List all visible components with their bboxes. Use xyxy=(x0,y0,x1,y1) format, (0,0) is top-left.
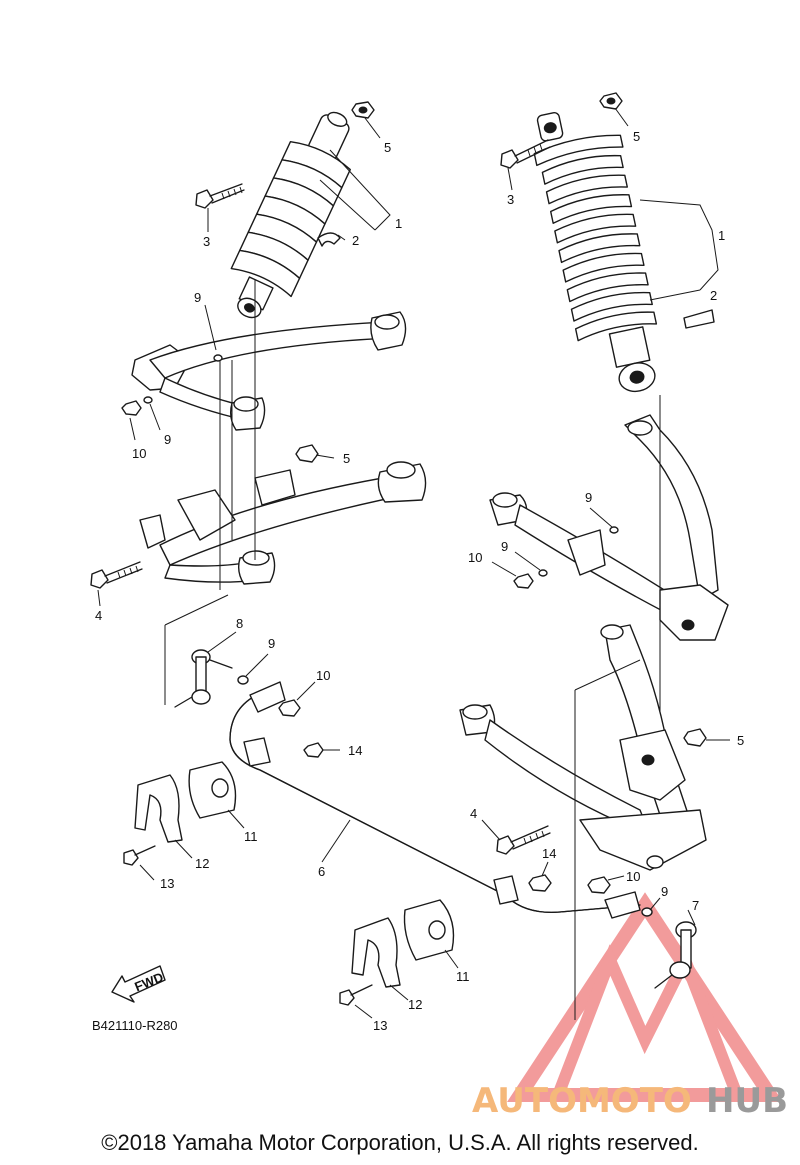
fwd-label: FWD xyxy=(132,969,165,994)
left-washer-9-lower xyxy=(143,396,153,404)
callout-1-right: 1 xyxy=(718,228,725,243)
callout-6: 6 xyxy=(318,864,325,879)
left-spring-seat-2 xyxy=(317,232,341,247)
callout-5-right-top: 5 xyxy=(633,129,640,144)
left-upper-arm xyxy=(121,311,407,431)
callout-12-right: 12 xyxy=(408,997,422,1012)
left-bolt-3 xyxy=(195,183,245,209)
watermark-word-b: HUB xyxy=(706,1081,788,1121)
callout-13-right: 13 xyxy=(373,1018,387,1033)
callout-14-right: 14 xyxy=(542,846,556,861)
watermark-text: AUTOMOTO HUB xyxy=(472,1081,788,1121)
callout-numbers: 1 2 3 5 1 2 3 5 9 9 10 5 4 9 9 10 8 9 10… xyxy=(95,129,744,1033)
right-link-nut-10 xyxy=(587,876,611,894)
right-bushing-11 xyxy=(403,899,455,961)
right-lower-arm xyxy=(459,624,707,871)
right-spring-seat-2 xyxy=(683,309,715,329)
left-shock-absorber xyxy=(195,101,375,319)
copyright-notice: ©2018 Yamaha Motor Corporation, U.S.A. A… xyxy=(101,1130,699,1155)
callout-5-left-mid: 5 xyxy=(343,451,350,466)
callout-9-left-upper: 9 xyxy=(194,290,201,305)
callout-11-left: 11 xyxy=(244,829,258,844)
left-bolt-4 xyxy=(90,561,143,589)
callout-9-left-lower: 9 xyxy=(164,432,171,447)
callout-5-right-mid: 5 xyxy=(737,733,744,748)
stab-nut-14-right xyxy=(528,874,552,892)
callout-8: 8 xyxy=(236,616,243,631)
callout-10-link-left: 10 xyxy=(316,668,330,683)
right-nut-5 xyxy=(599,92,623,110)
callout-5-left-top: 5 xyxy=(384,140,391,155)
watermark-logo xyxy=(507,892,783,1102)
end-link-8 xyxy=(174,649,324,758)
end-link-7 xyxy=(528,874,697,989)
leader-lines xyxy=(97,107,730,1019)
callout-9-link-left: 9 xyxy=(268,636,275,651)
callout-7: 7 xyxy=(692,898,699,913)
left-clamp-12 xyxy=(123,774,183,866)
stab-nut-14-left xyxy=(303,742,324,758)
right-nut-10-upper xyxy=(513,573,534,589)
watermark-triangle-outer xyxy=(507,892,783,1102)
stabilizer-bar-6 xyxy=(229,681,641,919)
callout-9-right-link: 9 xyxy=(661,884,668,899)
left-bushing-11 xyxy=(188,761,237,819)
left-lower-arm xyxy=(90,444,427,589)
callout-4-right: 4 xyxy=(470,806,477,821)
right-bolt-13 xyxy=(339,984,373,1006)
left-nut-10-upper xyxy=(121,400,142,416)
callout-10-right-lower: 10 xyxy=(626,869,640,884)
left-bolt-13 xyxy=(123,845,156,866)
left-nut-5 xyxy=(351,101,375,119)
link-washer-9 xyxy=(237,675,249,685)
callout-11-right: 11 xyxy=(456,969,470,984)
callout-10-right-upper: 10 xyxy=(468,550,482,565)
watermark-m-shape xyxy=(554,944,741,1093)
watermark-word-a: AUTOMOTO xyxy=(472,1081,692,1121)
right-upper-arm xyxy=(489,414,729,641)
right-clamp-12 xyxy=(339,917,401,1006)
diagram-code: B421110-R280 xyxy=(92,1018,178,1033)
right-link-washer-9 xyxy=(641,907,653,917)
callout-13-left: 13 xyxy=(160,876,174,891)
left-washer-9-upper xyxy=(213,354,223,362)
right-bolt-3 xyxy=(500,139,551,169)
right-bolt-4 xyxy=(496,825,551,855)
callout-14-left: 14 xyxy=(348,743,362,758)
callout-10-left-upper: 10 xyxy=(132,446,146,461)
callout-9-right-upper: 9 xyxy=(585,490,592,505)
callout-3-left: 3 xyxy=(203,234,210,249)
callout-2-left: 2 xyxy=(352,233,359,248)
callout-2-right: 2 xyxy=(710,288,717,303)
fwd-arrow: FWD xyxy=(111,965,166,1003)
callout-9-right-lower: 9 xyxy=(501,539,508,554)
right-nut-5-lower xyxy=(683,728,707,747)
right-washer-9-lower xyxy=(538,569,548,577)
right-washer-9-upper xyxy=(609,526,619,534)
callout-4-left: 4 xyxy=(95,608,102,623)
link-nut-10 xyxy=(278,699,301,717)
right-shock-absorber xyxy=(500,92,715,393)
callout-3-right: 3 xyxy=(507,192,514,207)
left-nut-5-lower xyxy=(295,444,319,463)
callout-1-left: 1 xyxy=(395,216,402,231)
callout-12-left: 12 xyxy=(195,856,209,871)
